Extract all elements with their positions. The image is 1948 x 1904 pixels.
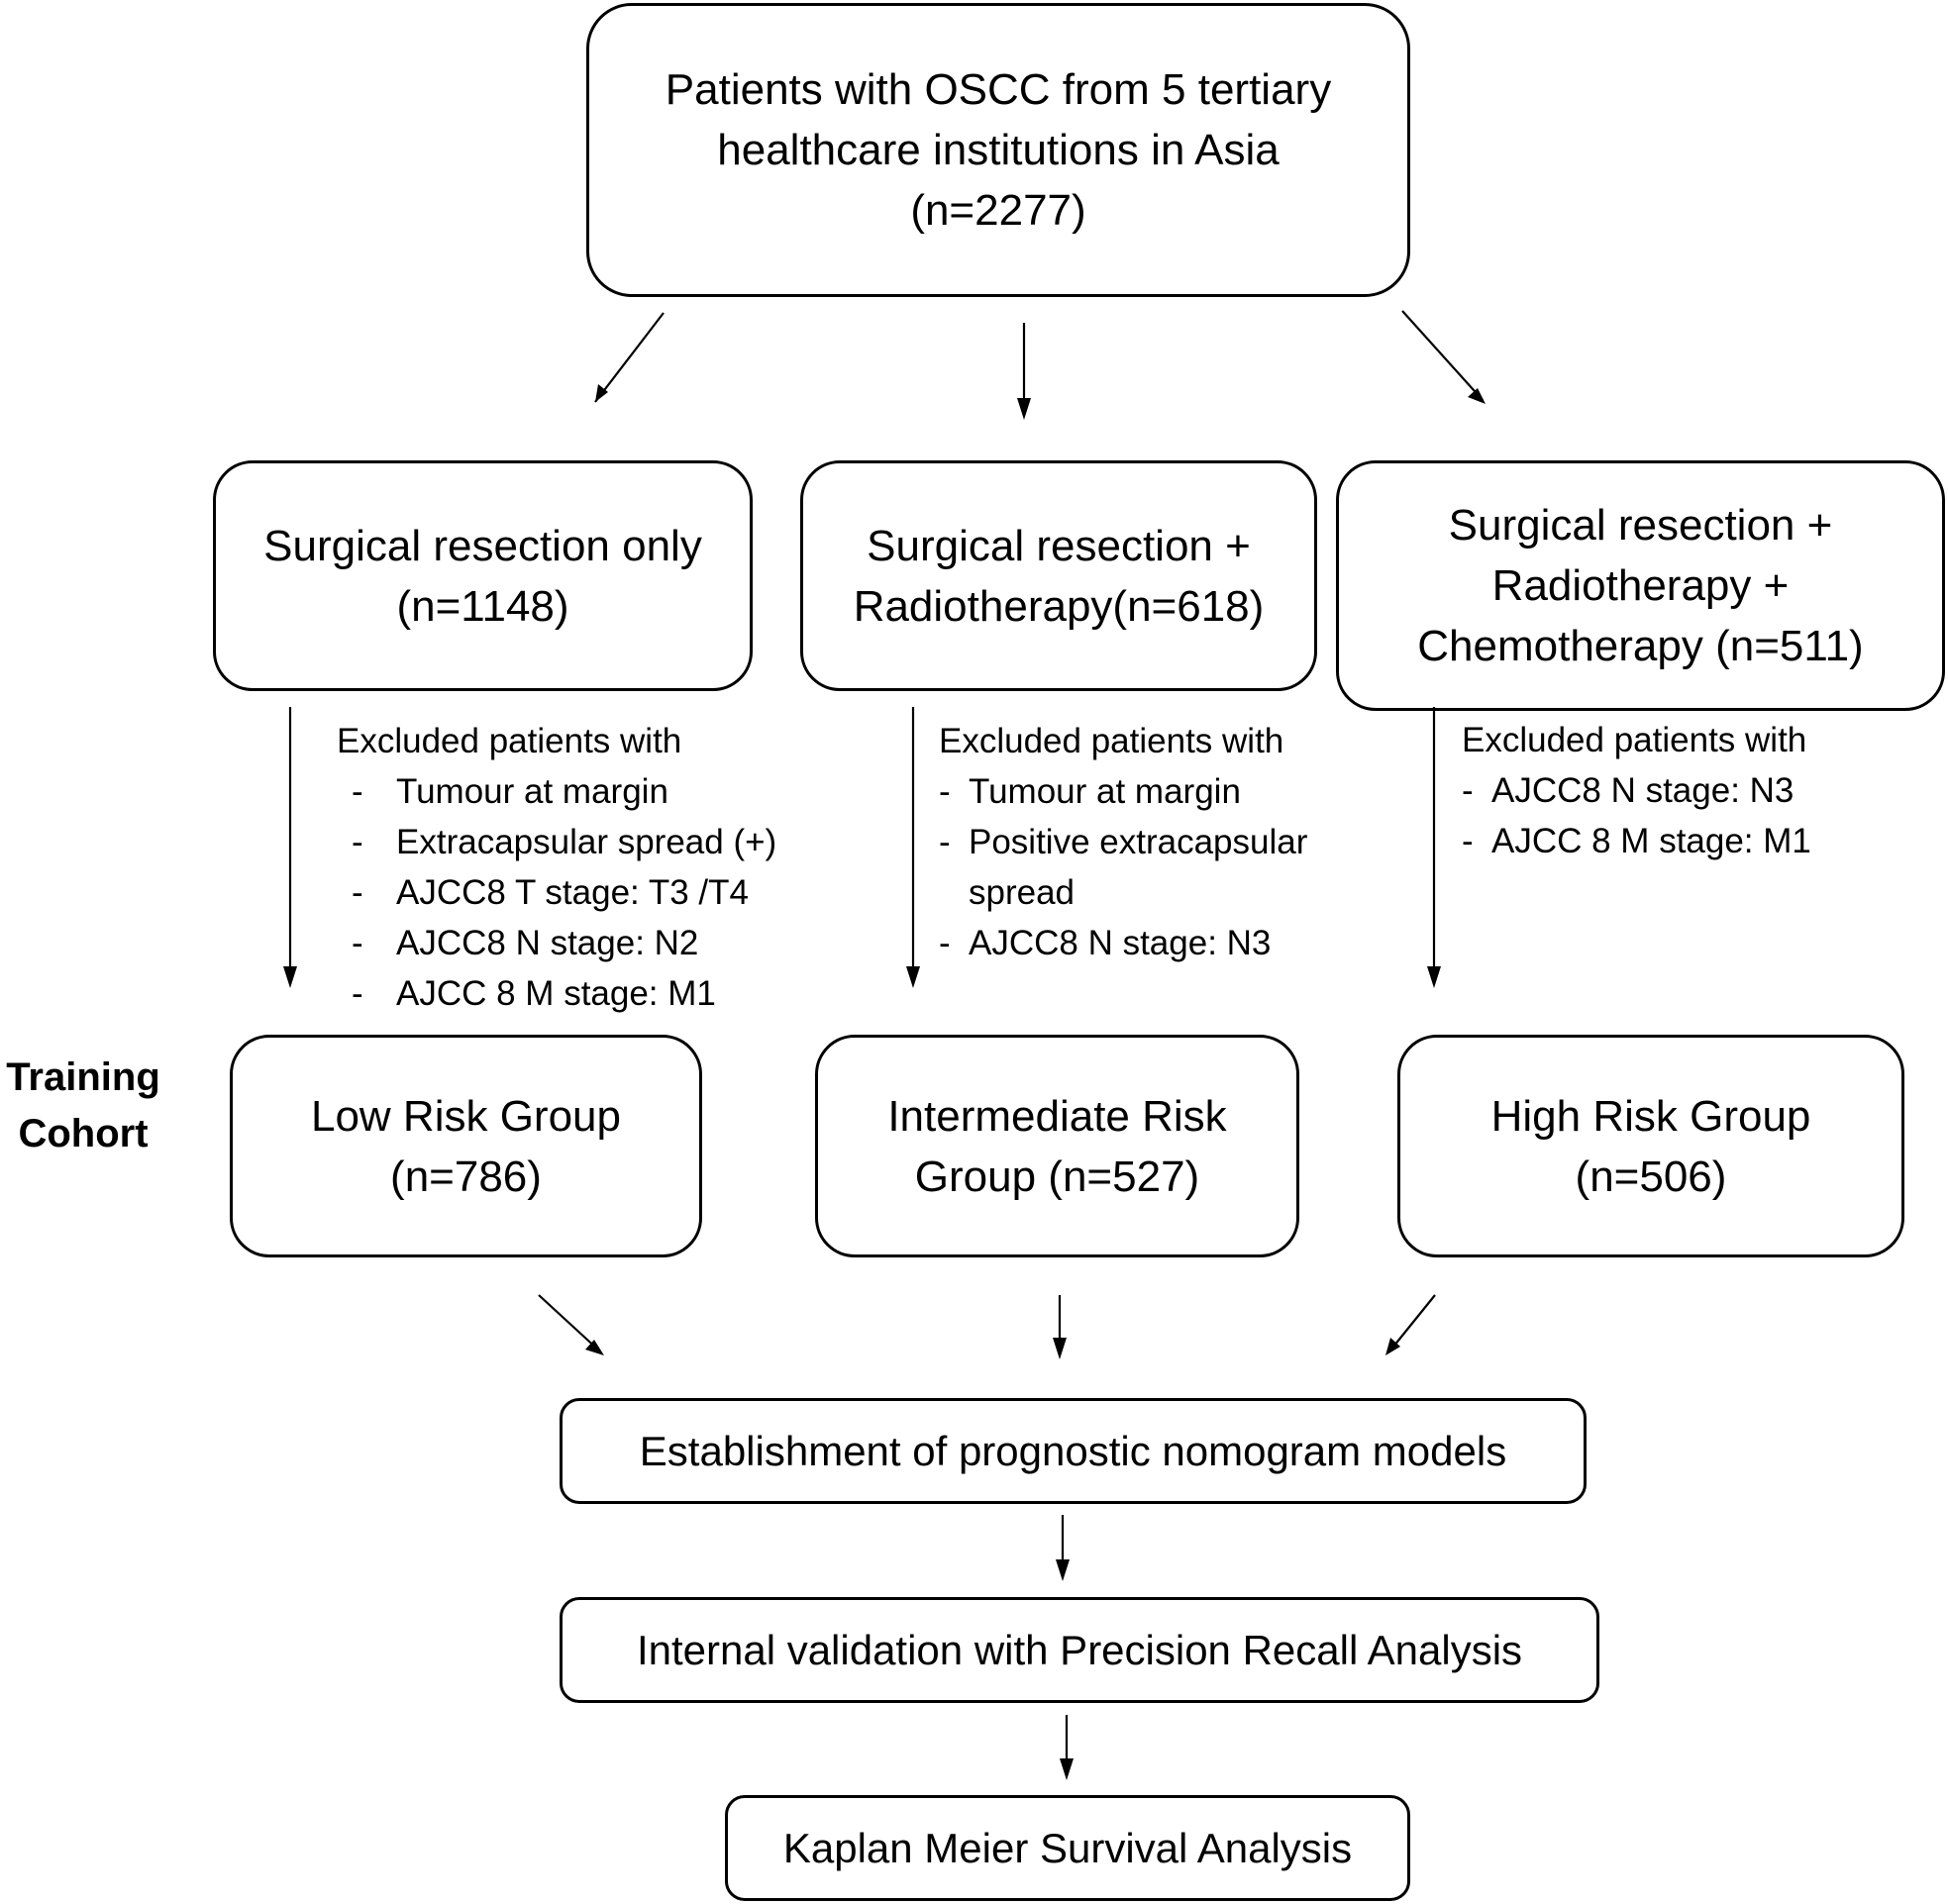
exclusion-item: -Extracapsular spread (+) <box>352 823 777 861</box>
arrowhead <box>1385 1338 1400 1355</box>
surgery-only-line-2: (n=1148) <box>396 581 569 631</box>
cohort-source-box: Patients with OSCC from 5 tertiary healt… <box>586 3 1410 297</box>
arrowhead <box>1056 1559 1070 1581</box>
cohort-source-line-3: (n=2277) <box>910 186 1086 235</box>
exclusion-item: -AJCC8 N stage: N3 <box>939 924 1272 962</box>
training-cohort-label: Training Cohort <box>0 1050 166 1162</box>
kaplan-meier-label: Kaplan Meier Survival Analysis <box>782 1824 1353 1871</box>
exclusion-criteria-high: Excluded patients with -AJCC8 N stage: N… <box>1462 715 1811 866</box>
cohort-source-line-2: healthcare institutions in Asia <box>717 126 1280 174</box>
intermediate-risk-group-box: Intermediate Risk Group (n=527) <box>815 1035 1299 1257</box>
internal-validation-label: Internal validation with Precision Recal… <box>636 1626 1523 1673</box>
arrow-top-to-surgery-only <box>594 312 665 403</box>
nomogram-models-box: Establishment of prognostic nomogram mod… <box>560 1398 1587 1504</box>
arrowhead <box>1060 1758 1074 1780</box>
surgery-radio-chemo-line-1: Surgical resection + <box>1448 501 1833 550</box>
arrowhead <box>595 384 608 402</box>
low-risk-group-line-1: Low Risk Group <box>310 1091 621 1141</box>
cohort-source-line-1: Patients with OSCC from 5 tertiary <box>665 65 1332 114</box>
nomogram-models-label: Establishment of prognostic nomogram mod… <box>639 1427 1507 1474</box>
surgery-radio-chemo-line-2: Radiotherapy + <box>1491 561 1790 610</box>
surgery-only-line-1: Surgical resection only <box>263 521 702 570</box>
arrowhead <box>906 966 920 988</box>
intermediate-risk-group-line-2: Group (n=527) <box>914 1152 1200 1201</box>
arrowhead <box>585 1340 604 1355</box>
exclusion-title: Excluded patients with <box>939 722 1284 760</box>
intermediate-risk-group-line-1: Intermediate Risk <box>887 1091 1227 1141</box>
exclusion-criteria-intermediate: Excluded patients with -Tumour at margin… <box>939 716 1365 968</box>
arrow-high-risk-to-nomogram <box>1388 1294 1436 1353</box>
exclusion-item: -Tumour at margin <box>939 772 1241 811</box>
surgery-radio-chemo-box: Surgical resection + Radiotherapy + Chem… <box>1336 460 1945 711</box>
exclusion-item: -AJCC8 N stage: N2 <box>352 924 699 962</box>
high-risk-group-line-1: High Risk Group <box>1490 1091 1811 1141</box>
exclusion-title: Excluded patients with <box>337 722 682 760</box>
arrowhead <box>283 966 297 988</box>
internal-validation-box: Internal validation with Precision Recal… <box>560 1597 1599 1703</box>
kaplan-meier-box: Kaplan Meier Survival Analysis <box>725 1795 1410 1901</box>
surgery-radiotherapy-line-1: Surgical resection + <box>867 521 1251 570</box>
high-risk-group-box: High Risk Group (n=506) <box>1397 1035 1904 1257</box>
arrowhead <box>1427 966 1441 988</box>
surgery-radio-chemo-line-3: Chemotherapy (n=511) <box>1417 622 1864 670</box>
arrow-top-to-surgery-radio-chemo <box>1401 310 1484 401</box>
arrowhead <box>1053 1338 1067 1359</box>
training-cohort-label-line-1: Training <box>6 1055 160 1099</box>
high-risk-group-line-2: (n=506) <box>1575 1152 1727 1201</box>
arrowhead <box>1017 398 1031 420</box>
exclusion-item: -AJCC8 T stage: T3 /T4 <box>352 873 749 912</box>
low-risk-group-box: Low Risk Group (n=786) <box>230 1035 702 1257</box>
exclusion-item: -AJCC 8 M stage: M1 <box>1462 822 1811 860</box>
exclusion-item: -Tumour at margin <box>352 772 668 811</box>
exclusion-title: Excluded patients with <box>1462 721 1807 759</box>
surgery-only-box: Surgical resection only (n=1148) <box>213 460 753 691</box>
exclusion-criteria-low: Excluded patients with -Tumour at margin… <box>337 716 776 1019</box>
surgery-radiotherapy-box: Surgical resection + Radiotherapy(n=618) <box>800 460 1317 691</box>
training-cohort-label-line-2: Cohort <box>18 1112 149 1155</box>
low-risk-group-line-2: (n=786) <box>390 1152 542 1201</box>
arrowhead <box>1468 388 1486 404</box>
exclusion-item: -Positive extracapsular spread <box>939 823 1308 912</box>
surgery-radiotherapy-line-2: Radiotherapy(n=618) <box>853 581 1265 631</box>
arrow-low-risk-to-nomogram <box>538 1294 601 1353</box>
exclusion-item: -AJCC8 N stage: N3 <box>1462 771 1794 810</box>
exclusion-item: -AJCC 8 M stage: M1 <box>352 974 716 1013</box>
